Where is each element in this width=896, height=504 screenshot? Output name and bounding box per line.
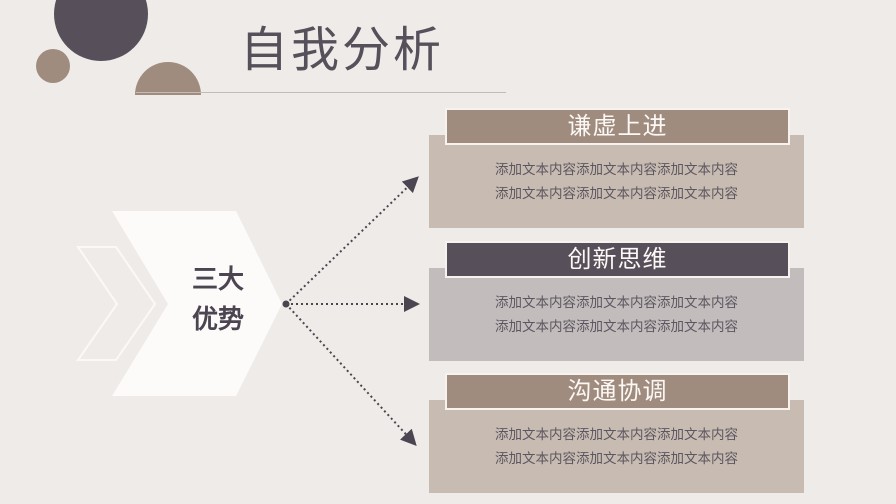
- card-text-line: 添加文本内容添加文本内容添加文本内容: [495, 161, 738, 178]
- center-label: 三大 优势: [168, 260, 268, 340]
- card-body: 添加文本内容添加文本内容添加文本内容 添加文本内容添加文本内容添加文本内容: [429, 268, 804, 361]
- title-divider: [136, 92, 506, 93]
- card-text-line: 添加文本内容添加文本内容添加文本内容: [495, 318, 738, 335]
- arrow-to-card-1: [285, 176, 419, 305]
- main-chevron-shape: [112, 211, 282, 396]
- card-heading: 沟通协调: [445, 373, 790, 410]
- card-heading: 谦虚上进: [445, 108, 790, 145]
- card-body: 添加文本内容添加文本内容添加文本内容 添加文本内容添加文本内容添加文本内容: [429, 135, 804, 228]
- center-label-line1: 三大: [191, 265, 244, 295]
- card-heading: 创新思维: [445, 241, 790, 278]
- center-label-line2: 优势: [191, 305, 244, 335]
- card-text-line: 添加文本内容添加文本内容添加文本内容: [495, 426, 738, 443]
- decor-circle-small: [36, 49, 70, 83]
- card-text-line: 添加文本内容添加文本内容添加文本内容: [495, 450, 738, 467]
- card-body: 添加文本内容添加文本内容添加文本内容 添加文本内容添加文本内容添加文本内容: [429, 400, 804, 493]
- card-text-line: 添加文本内容添加文本内容添加文本内容: [495, 185, 738, 202]
- arrow-to-card-3: [285, 303, 417, 446]
- card-text-line: 添加文本内容添加文本内容添加文本内容: [495, 294, 738, 311]
- outline-chevron-icon: [76, 246, 157, 361]
- page-title: 自我分析: [240, 22, 445, 78]
